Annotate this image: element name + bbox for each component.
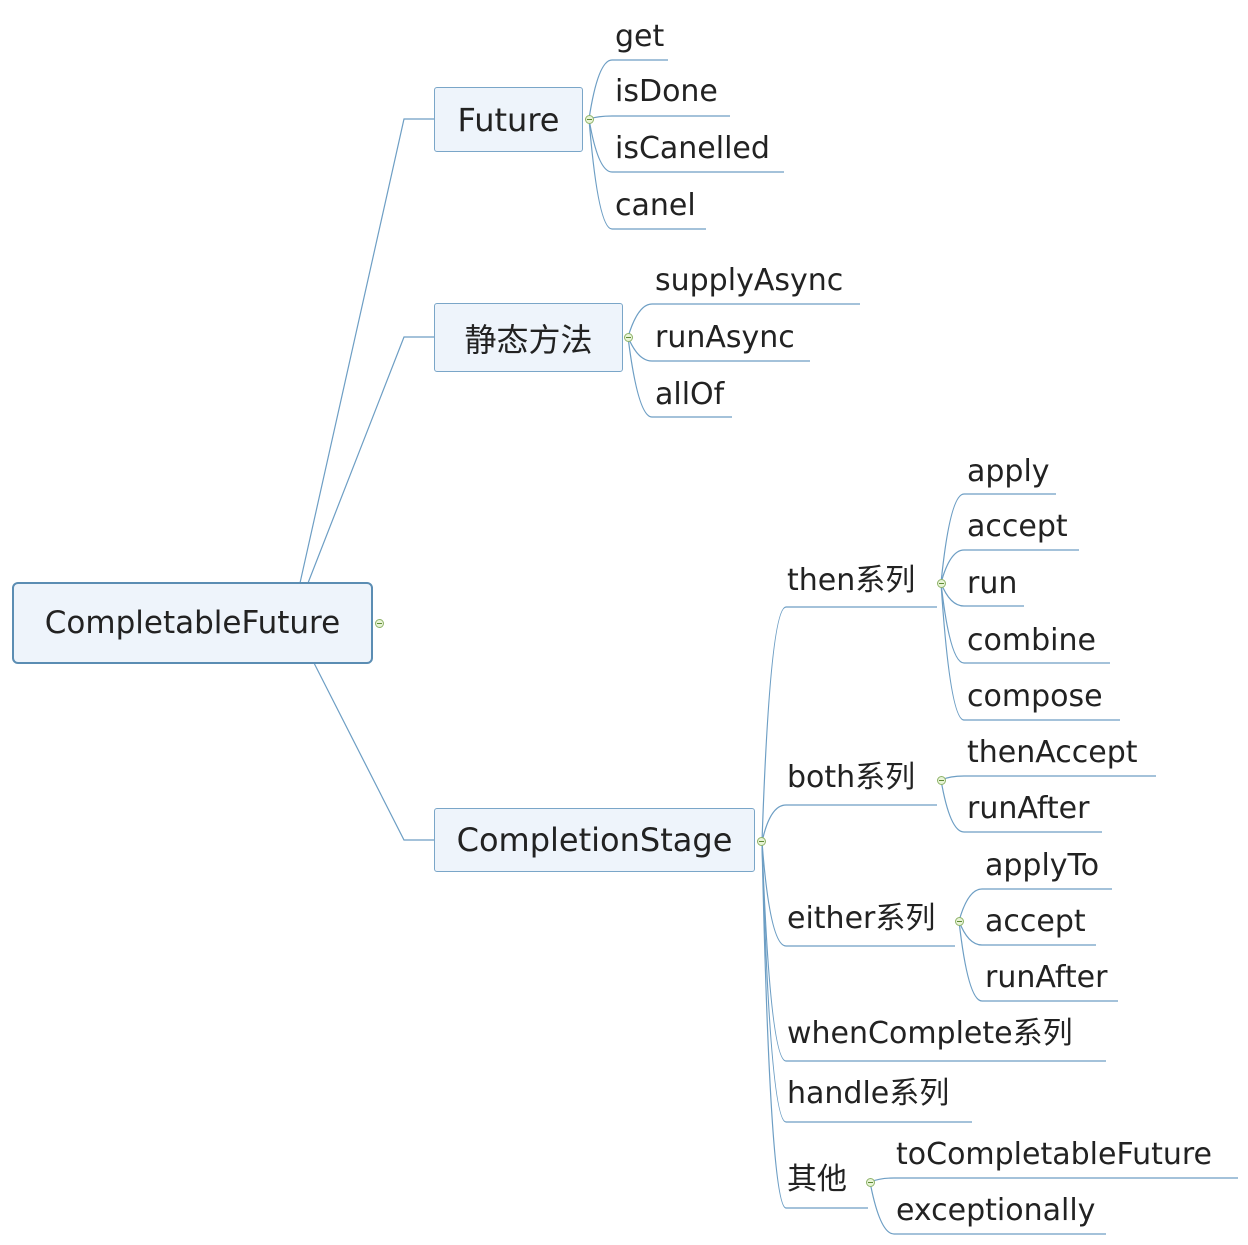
leaf-node[interactable]: isDone: [615, 74, 718, 109]
leaf-node[interactable]: toCompletableFuture: [896, 1137, 1212, 1172]
leaf-node[interactable]: supplyAsync: [655, 263, 844, 298]
collapse-toggle-icon[interactable]: [375, 619, 384, 628]
leaf-node[interactable]: apply: [967, 454, 1050, 489]
leaf-node[interactable]: accept: [985, 904, 1086, 939]
static-methods-node[interactable]: 静态方法: [434, 303, 623, 372]
collapse-toggle-icon[interactable]: [866, 1178, 875, 1187]
completion-stage-node[interactable]: CompletionStage: [434, 808, 755, 872]
leaf-node[interactable]: exceptionally: [896, 1193, 1096, 1228]
leaf-node[interactable]: runAfter: [967, 791, 1090, 826]
collapse-toggle-icon[interactable]: [585, 115, 594, 124]
collapse-toggle-icon[interactable]: [757, 837, 766, 846]
collapse-toggle-icon[interactable]: [937, 776, 946, 785]
leaf-node[interactable]: combine: [967, 623, 1096, 658]
handle-series-node[interactable]: handle系列: [787, 1076, 950, 1111]
leaf-node[interactable]: accept: [967, 509, 1068, 544]
leaf-node[interactable]: run: [967, 566, 1018, 601]
collapse-toggle-icon[interactable]: [937, 579, 946, 588]
completion-stage-label: CompletionStage: [456, 821, 733, 859]
future-node[interactable]: Future: [434, 87, 583, 152]
either-series-node[interactable]: either系列: [787, 901, 936, 936]
leaf-node[interactable]: applyTo: [985, 848, 1100, 883]
leaf-node[interactable]: runAfter: [985, 960, 1108, 995]
leaf-node[interactable]: thenAccept: [967, 735, 1138, 770]
root-node[interactable]: CompletableFuture: [12, 582, 373, 664]
collapse-toggle-icon[interactable]: [624, 333, 633, 342]
leaf-node[interactable]: canel: [615, 188, 696, 223]
when-complete-series-node[interactable]: whenComplete系列: [787, 1016, 1073, 1051]
leaf-node[interactable]: isCanelled: [615, 131, 770, 166]
future-label: Future: [457, 100, 560, 139]
root-label: CompletableFuture: [44, 605, 341, 641]
leaf-node[interactable]: allOf: [655, 377, 725, 412]
both-series-node[interactable]: both系列: [787, 760, 916, 795]
static-methods-label: 静态方法: [464, 320, 593, 359]
leaf-node[interactable]: get: [615, 19, 665, 54]
other-series-node[interactable]: 其他: [787, 1162, 847, 1197]
then-series-node[interactable]: then系列: [787, 563, 916, 598]
collapse-toggle-icon[interactable]: [955, 917, 964, 926]
leaf-node[interactable]: runAsync: [655, 320, 795, 355]
leaf-node[interactable]: compose: [967, 679, 1103, 714]
